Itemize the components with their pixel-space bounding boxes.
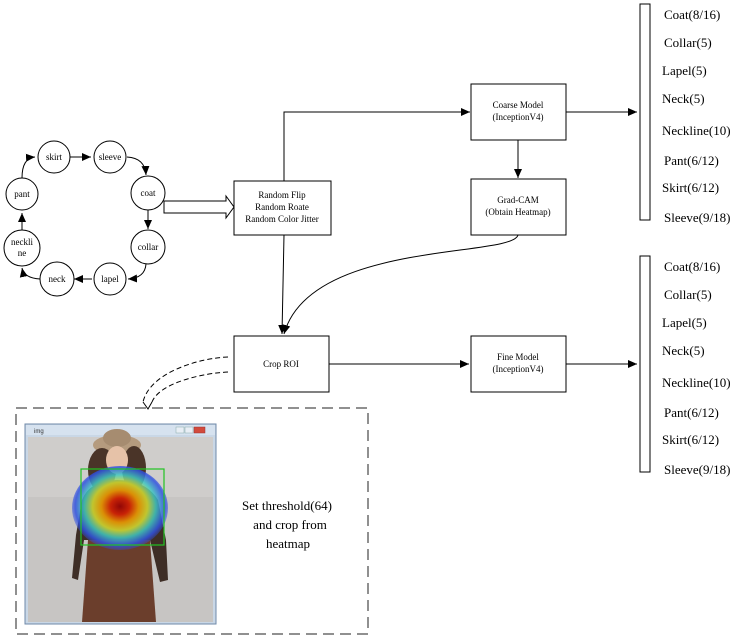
detail-caption: Set threshold(64) and crop from heatmap xyxy=(242,498,332,551)
augmentation-box: Random Flip Random Roate Random Color Ji… xyxy=(233,180,332,236)
coarse-model-subtitle: (InceptionV4) xyxy=(493,112,544,122)
node-pant: pant xyxy=(5,177,39,211)
detail-panel xyxy=(15,407,369,635)
output-label: Sleeve(9/18) xyxy=(664,210,730,225)
node-label: pant xyxy=(14,189,30,199)
attribute-cycle: skirt sleeve coat collar lapel neck neck… xyxy=(3,140,166,297)
node-label: lapel xyxy=(101,274,119,284)
close-icon xyxy=(193,426,206,434)
gradcam-subtitle: (Obtain Heatmap) xyxy=(485,207,550,217)
edge-augment-coarse xyxy=(283,108,470,181)
node-skirt: skirt xyxy=(37,140,71,174)
gradcam-box: Grad-CAM (Obtain Heatmap) xyxy=(470,178,567,236)
node-label: collar xyxy=(138,242,159,252)
coarse-model-title: Coarse Model xyxy=(493,100,544,110)
output-label: Coat(8/16) xyxy=(664,259,720,274)
output-label: Lapel(5) xyxy=(662,63,707,78)
crop-roi-box: Crop ROI xyxy=(233,335,330,393)
roi-box xyxy=(80,468,165,546)
edge-gradcam-crop xyxy=(282,234,519,335)
node-collar: collar xyxy=(130,229,166,265)
callout-arrow-icon xyxy=(142,401,153,410)
edge-neck-neckline xyxy=(19,267,41,280)
node-sleeve: sleeve xyxy=(93,140,127,174)
output-label: Pant(6/12) xyxy=(664,405,719,420)
output-label: Pant(6/12) xyxy=(664,153,719,168)
node-label: sleeve xyxy=(99,152,122,162)
node-lapel: lapel xyxy=(93,262,127,296)
output-label: Coat(8/16) xyxy=(664,7,720,22)
coarse-model-box: Coarse Model (InceptionV4) xyxy=(470,83,567,141)
fine-model-title: Fine Model xyxy=(497,352,539,362)
fine-model-box: Fine Model (InceptionV4) xyxy=(470,335,567,393)
edge-collar-lapel xyxy=(127,263,147,283)
node-label: coat xyxy=(141,188,156,198)
output-list-coarse: Coat(8/16) Collar(5) Lapel(5) Neck(5) Ne… xyxy=(662,7,731,225)
output-bar-coarse xyxy=(639,3,651,221)
caption-line: Set threshold(64) xyxy=(242,498,332,513)
output-label: Neck(5) xyxy=(662,343,705,358)
output-label: Neckline(10) xyxy=(662,375,731,390)
output-label: Skirt(6/12) xyxy=(662,180,719,195)
output-label: Collar(5) xyxy=(664,35,712,50)
gradcam-title: Grad-CAM xyxy=(497,195,539,205)
edge-pant-skirt xyxy=(21,153,36,179)
output-label: Neck(5) xyxy=(662,91,705,106)
output-label: Collar(5) xyxy=(664,287,712,302)
output-list-fine: Coat(8/16) Collar(5) Lapel(5) Neck(5) Ne… xyxy=(662,259,731,477)
node-label: neckli xyxy=(11,237,33,247)
output-label: Neckline(10) xyxy=(662,123,731,138)
output-label: Sleeve(9/18) xyxy=(664,462,730,477)
augment-line: Random Roate xyxy=(255,202,309,212)
heatmap-window: img xyxy=(24,423,217,625)
caption-line: and crop from xyxy=(253,517,327,532)
node-coat: coat xyxy=(130,175,166,211)
node-label: neck xyxy=(49,274,66,284)
maximize-icon xyxy=(184,426,194,434)
caption-line: heatmap xyxy=(266,536,310,551)
node-label: ne xyxy=(18,248,27,258)
minimize-icon xyxy=(175,426,185,434)
node-neck: neck xyxy=(39,261,75,297)
edge-sleeve-coat xyxy=(126,156,150,176)
output-label: Skirt(6/12) xyxy=(662,432,719,447)
output-bar-fine xyxy=(639,255,651,473)
callout-curve-inner xyxy=(151,371,229,403)
crop-roi-label: Crop ROI xyxy=(263,359,299,369)
photo-content xyxy=(28,429,213,622)
output-label: Lapel(5) xyxy=(662,315,707,330)
edge-augment-crop xyxy=(278,234,287,335)
fine-model-subtitle: (InceptionV4) xyxy=(493,364,544,374)
augment-line: Random Color Jitter xyxy=(245,214,319,224)
node-neckline: neckli ne xyxy=(3,229,41,267)
callout-curve-outer xyxy=(142,356,229,403)
window-title: img xyxy=(34,429,44,435)
node-label: skirt xyxy=(46,152,63,162)
block-arrow-icon xyxy=(163,194,235,220)
augment-line: Random Flip xyxy=(258,190,306,200)
